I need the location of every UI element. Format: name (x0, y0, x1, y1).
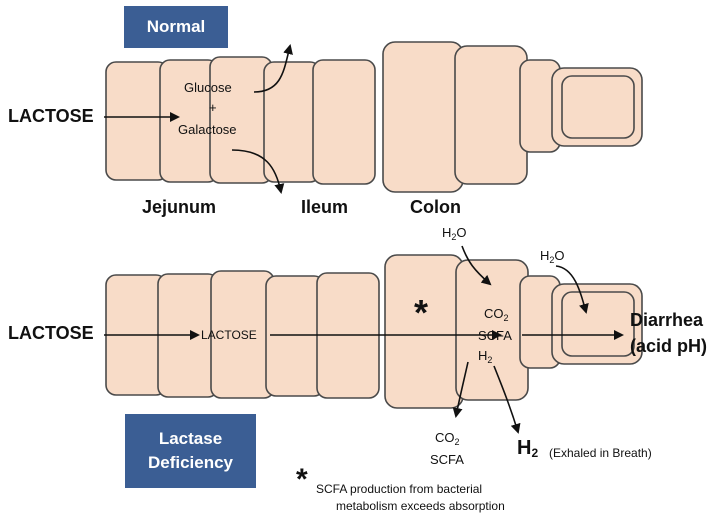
footnote-line2: metabolism exceeds absorption (336, 499, 505, 513)
def-segment-4 (266, 276, 324, 396)
normal-segment-4 (264, 62, 320, 182)
scfa-inner-label: SCFA (478, 328, 512, 343)
diarrhea-label: Diarrhea (630, 310, 703, 331)
co2-out-label: CO2 (435, 430, 460, 447)
scfa-out-label: SCFA (430, 452, 464, 467)
h2-out-label: H2 (517, 437, 538, 460)
normal-segment-5 (313, 60, 375, 184)
def-segment-9 (552, 284, 642, 364)
normal-badge-label: Normal (147, 17, 206, 37)
normal-lactose-label: LACTOSE (8, 106, 94, 127)
acid-ph-label: (acid pH) (630, 336, 707, 357)
def-lactose-inner-label: LACTOSE (201, 328, 257, 342)
lactase-badge-line1: Lactase (159, 427, 222, 451)
normal-segment-7 (455, 46, 527, 184)
footnote-asterisk: * (296, 463, 308, 497)
h2-inner-label: H2 (478, 348, 492, 365)
normal-segment-1 (106, 62, 168, 180)
glucose-label: Glucose (184, 80, 232, 95)
normal-segment-6 (383, 42, 463, 192)
plus-label: + (209, 100, 217, 115)
water-1-label: H2O (442, 225, 467, 242)
deficiency-intestine (106, 255, 642, 408)
footnote-line1: SCFA production from bacterial (316, 482, 482, 496)
galactose-label: Galactose (178, 122, 237, 137)
def-lactose-label: LACTOSE (8, 323, 94, 344)
normal-intestine (106, 42, 642, 192)
lactase-badge-line2: Deficiency (148, 451, 233, 475)
lactase-deficiency-badge: Lactase Deficiency (125, 414, 256, 488)
normal-segment-9 (552, 68, 642, 146)
region-jejunum: Jejunum (142, 197, 216, 218)
water-2-label: H2O (540, 248, 565, 265)
co2-inner-label: CO2 (484, 306, 509, 323)
normal-segment-3 (210, 57, 272, 183)
asterisk-marker: * (414, 292, 428, 334)
normal-badge: Normal (124, 6, 228, 48)
region-colon: Colon (410, 197, 461, 218)
h2-exhaled-note: (Exhaled in Breath) (549, 446, 652, 460)
region-ileum: Ileum (301, 197, 348, 218)
